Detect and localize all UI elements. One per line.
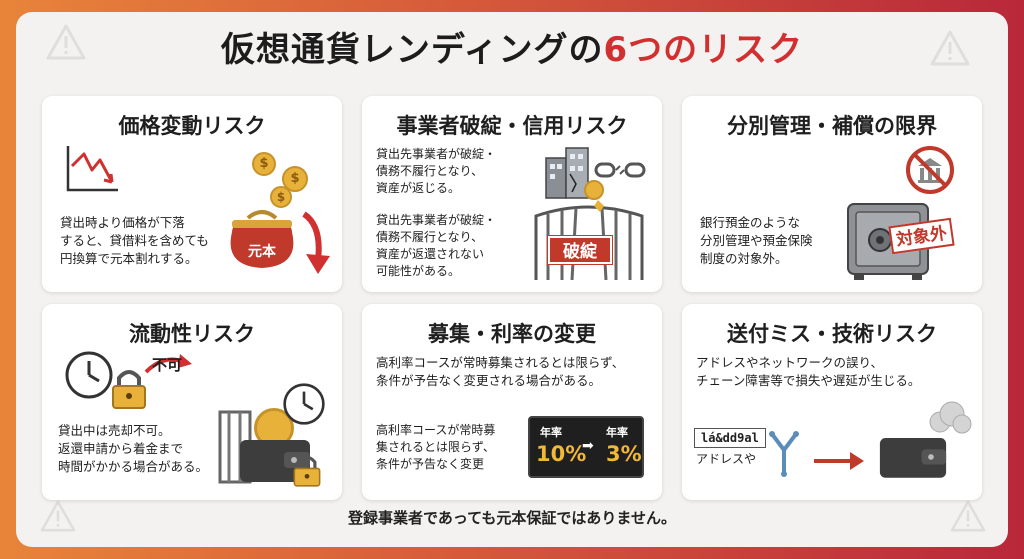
building-icon	[545, 147, 589, 199]
not-allowed-label: 不可	[152, 356, 183, 374]
card-title: 事業者破綻・信用リスク	[396, 114, 628, 138]
bankrupt-stamp: 破綻	[547, 235, 613, 265]
body-line: 資産が返じる。	[376, 181, 461, 195]
warning-icon	[930, 30, 970, 66]
rate-display: 年率 10% ➡ 年率 3%	[528, 416, 644, 478]
wallet-icon	[879, 438, 947, 478]
purse-label: 元本	[248, 244, 276, 260]
card-technical-risk: 送付ミス・技術リスク アドレスやネットワークの誤り、 チェーン障害等で損失や遅延…	[682, 304, 982, 500]
body-line: 集されるとは限らず、	[376, 440, 495, 454]
card-body: 高利率コースが常時募集されるとは限らず、 条件が予告なく変更される場合がある。	[376, 354, 624, 390]
coin-icon	[584, 180, 604, 200]
body-line: 円換算で元本割れする。	[60, 251, 198, 266]
body-line: 債務不履行となり、	[376, 230, 484, 244]
address-caption: アドレスや	[696, 452, 757, 466]
rate-right-value: 3%	[606, 442, 642, 466]
rate-right-label: 年率	[606, 426, 628, 439]
body-line: 高利率コースが常時募	[376, 423, 496, 437]
body-line: 高利率コースが常時募集されるとは限らず、	[376, 355, 625, 370]
wallet-icon	[240, 440, 310, 482]
body-line: 時間がかかる場合がある。	[58, 459, 209, 474]
body-line: 分別管理や預金保険	[700, 233, 813, 248]
padlock-icon	[112, 370, 146, 409]
chain-icon	[594, 162, 646, 178]
body-line: 銀行預金のような	[700, 215, 801, 230]
card-body: 高利率コースが常時募 集されるとは限らず、 条件が予告なく変更	[376, 422, 495, 473]
card-liquidity-risk: 流動性リスク 不可 貸出中は売却不可。 返還申請から着金まで 時間がかかる場合が…	[42, 304, 342, 500]
warning-icon	[40, 500, 76, 532]
body-line: チェーン障害等で損失や遅延が生じる。	[696, 373, 921, 388]
body-line: 可能性がある。	[376, 264, 461, 278]
body-line: アドレスやネットワークの誤り、	[696, 355, 884, 370]
page-title: 仮想通貨レンディングの6つのリスク	[0, 22, 1024, 71]
card-body: 貸出中は売却不可。 返還申請から着金まで 時間がかかる場合がある。	[58, 422, 208, 476]
body-line: 条件が予告なく変更される場合がある。	[376, 373, 602, 388]
rate-left-value: 10%	[536, 442, 587, 466]
coin-icon: $	[270, 186, 292, 208]
transfer-arrow-icon	[144, 354, 192, 374]
card-segregation-risk: 分別管理・補償の限界 銀行預金のような 分別管理や預金保険 制度の対象外。 対象…	[682, 96, 982, 292]
card-title: 分別管理・補償の限界	[727, 114, 937, 138]
card-title: 募集・利率の変更	[428, 322, 596, 346]
card-price-risk: 価格変動リスク $ $ $ 貸出時より価格が下落 すると、貸借料を含めても 円換…	[42, 96, 342, 292]
card-body: 貸出時より価格が下落 すると、貸借料を含めても 円換算で元本割れする。	[60, 214, 209, 268]
rate-left-label: 年率	[540, 426, 562, 439]
body-line: 債務不履行となり、	[376, 164, 484, 178]
card-rate-change-risk: 募集・利率の変更 高利率コースが常時募集されるとは限らず、 条件が予告なく変更さ…	[362, 304, 662, 500]
coin-icon: $	[282, 166, 308, 192]
card-title: 送付ミス・技術リスク	[727, 322, 937, 346]
warning-icon	[46, 24, 86, 60]
red-arrow-icon	[302, 211, 330, 274]
card-title: 流動性リスク	[129, 322, 255, 346]
red-arrow-icon	[814, 452, 864, 470]
card-body: 貸出先事業者が破綻・ 債務不履行となり、 資産が返還されない 可能性がある。	[376, 212, 496, 280]
card-title: 価格変動リスク	[118, 114, 266, 138]
address-box: lá&dd9al	[694, 428, 766, 448]
clock-icon	[65, 351, 113, 399]
body-line: 返還申請から着金まで	[58, 441, 184, 456]
bank-prohibited-icon	[906, 146, 954, 194]
footer-disclaimer: 登録事業者であっても元本保証ではありません。	[348, 509, 676, 527]
card-body: 貸出先事業者が破綻・ 債務不履行となり、 資産が返じる。	[376, 146, 496, 197]
body-line: すると、貸借料を含めても	[60, 233, 209, 248]
body-line: 貸出先事業者が破綻・	[376, 147, 497, 161]
body-line: 貸出先事業者が破綻・	[376, 213, 497, 227]
padlock-icon	[293, 455, 321, 487]
price-down-chart-icon	[66, 146, 118, 192]
card-credit-risk: 事業者破綻・信用リスク 貸出先事業者が破綻・ 債務不履行となり、 資産が返じる。…	[362, 96, 662, 292]
arrow-icon: ➡	[582, 438, 594, 454]
coin-icon: $	[252, 152, 276, 176]
body-line: 条件が予告なく変更	[376, 457, 485, 471]
purse-icon	[230, 210, 294, 268]
card-body: 銀行預金のような 分別管理や預金保険 制度の対象外。	[700, 214, 813, 268]
clock-icon	[283, 383, 325, 425]
dust-cloud-icon	[929, 401, 972, 434]
body-line: 資産が返還されない	[376, 247, 485, 261]
body-line: 制度の対象外。	[700, 251, 788, 266]
network-icon	[769, 431, 799, 477]
warning-icon	[950, 500, 986, 532]
card-body: アドレスやネットワークの誤り、 チェーン障害等で損失や遅延が生じる。	[696, 354, 920, 390]
title-accent: 6つのリスク	[603, 30, 804, 70]
title-prefix: 仮想通貨レンディングの	[220, 30, 604, 70]
body-line: 貸出時より価格が下落	[60, 215, 185, 230]
body-line: 貸出中は売却不可。	[58, 423, 171, 438]
